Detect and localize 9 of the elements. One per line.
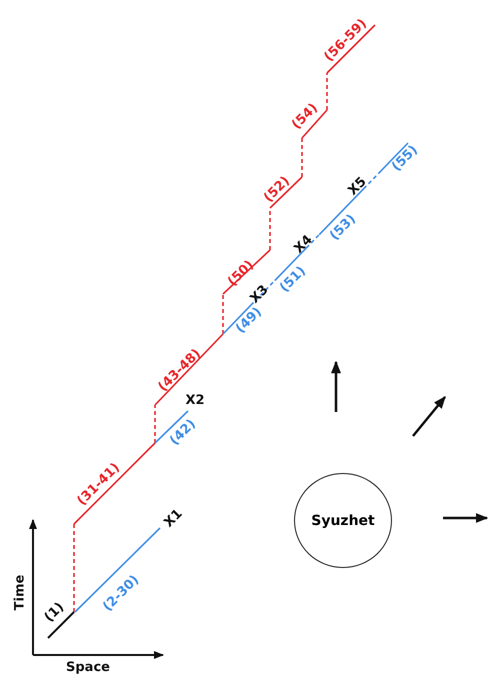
segment-label: (1) <box>42 600 66 624</box>
point-label: X3 <box>248 282 270 306</box>
axis-label: Space <box>66 660 110 674</box>
point-label: X4 <box>292 232 314 256</box>
point-label: X2 <box>186 394 205 406</box>
axis-label: Time <box>13 574 26 610</box>
point-label: X1 <box>162 506 184 530</box>
point-label: X5 <box>346 174 368 198</box>
node-label: Syuzhet <box>311 512 375 528</box>
